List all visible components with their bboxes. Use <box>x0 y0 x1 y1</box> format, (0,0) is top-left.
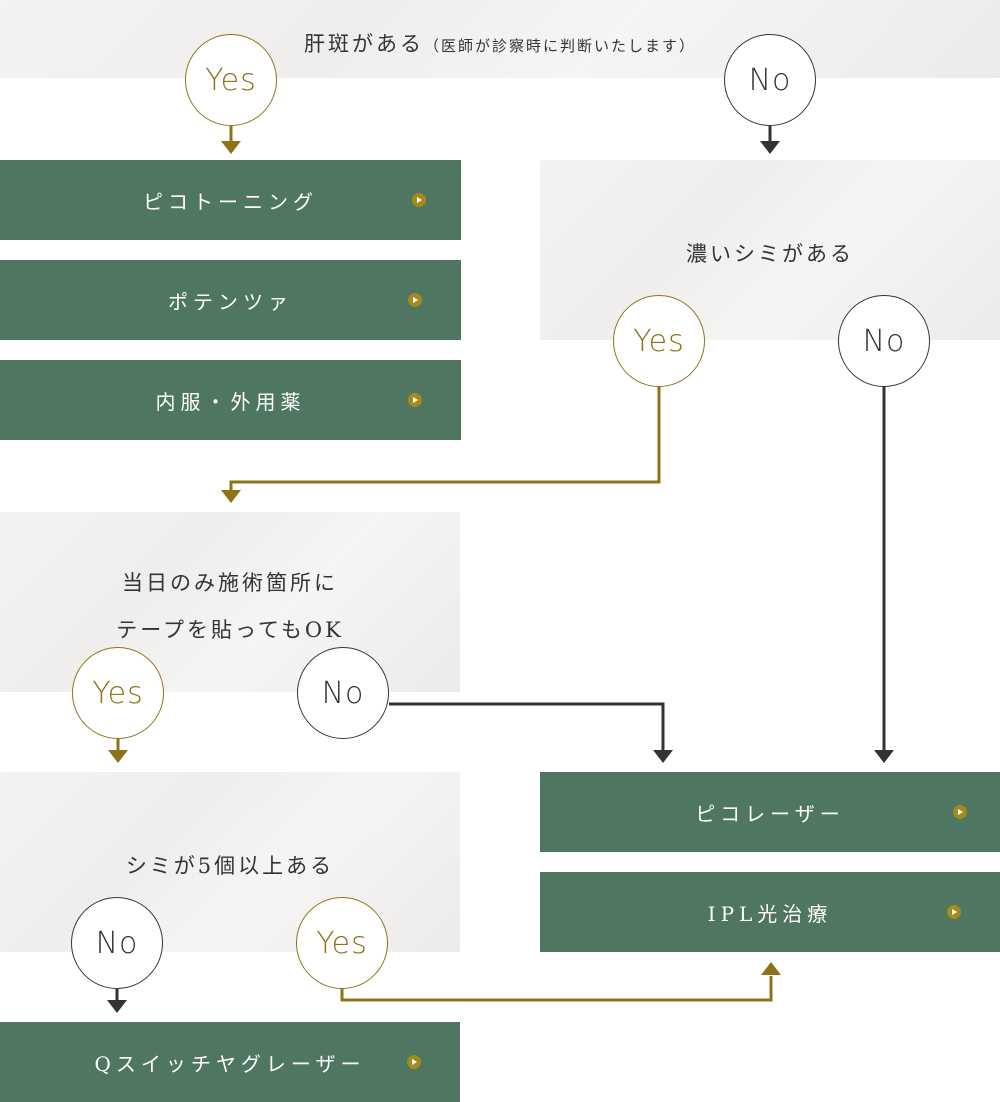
play-icon <box>408 393 422 407</box>
arrowhead-q1-no <box>760 141 780 154</box>
question-spot-count-text: シミが5個以上ある <box>125 854 335 878</box>
q4-no-circle: No <box>71 897 163 989</box>
q-switch-label: Qスイッチヤグレーザー <box>94 1051 366 1076</box>
play-icon <box>408 293 422 307</box>
arrowhead-q4-yes <box>761 962 781 975</box>
q3-no-circle: No <box>297 647 389 739</box>
pico-laser-button[interactable]: ピコレーザー <box>540 772 1000 852</box>
pico-toning-label: ピコトーニング <box>143 189 318 214</box>
question-tape-line2: テープを貼ってもOK <box>116 618 344 642</box>
arrowhead-q3-no <box>653 750 673 763</box>
connector-q3-no <box>389 702 665 752</box>
question-panel-dark-spots: 濃いシミがある <box>540 160 1000 340</box>
connector-q2-yes <box>229 387 661 492</box>
question-tape-line1: 当日のみ施術箇所に <box>122 571 338 595</box>
potenza-button[interactable]: ポテンツァ <box>0 260 461 340</box>
medicine-button[interactable]: 内服・外用薬 <box>0 360 461 440</box>
ipl-label: IPL光治療 <box>707 901 833 926</box>
q-switch-button[interactable]: Qスイッチヤグレーザー <box>0 1022 460 1102</box>
arrowhead-q3-yes <box>108 750 128 763</box>
question-panel-tape: 当日のみ施術箇所に テープを貼ってもOK <box>0 512 460 692</box>
pico-toning-button[interactable]: ピコトーニング <box>0 160 461 240</box>
question-panel-melasma: 肝斑がある（医師が診察時に判断いたします） <box>0 0 1000 78</box>
arrowhead-q4-no <box>107 1000 127 1013</box>
q3-yes-circle: Yes <box>72 647 164 739</box>
q1-yes-circle: Yes <box>185 34 277 126</box>
question-melasma-note: （医師が診察時に判断いたします） <box>423 37 696 55</box>
q4-yes-circle: Yes <box>296 897 388 989</box>
question-melasma-text: 肝斑がある <box>303 32 424 56</box>
medicine-label: 内服・外用薬 <box>155 389 306 414</box>
ipl-button[interactable]: IPL光治療 <box>540 872 1000 952</box>
connector-q4-yes <box>340 976 773 1002</box>
arrowhead-q2-no <box>874 750 894 763</box>
play-icon <box>407 1055 421 1069</box>
q2-yes-circle: Yes <box>613 295 705 387</box>
play-icon <box>947 905 961 919</box>
play-icon <box>953 805 967 819</box>
potenza-label: ポテンツァ <box>168 289 293 314</box>
arrowhead-q2-yes <box>221 490 241 503</box>
play-icon <box>412 193 426 207</box>
pico-laser-label: ピコレーザー <box>695 801 845 826</box>
question-dark-spots-text: 濃いシミがある <box>686 242 854 266</box>
q1-no-circle: No <box>724 34 816 126</box>
q2-no-circle: No <box>838 295 930 387</box>
arrowhead-q1-yes <box>221 141 241 154</box>
